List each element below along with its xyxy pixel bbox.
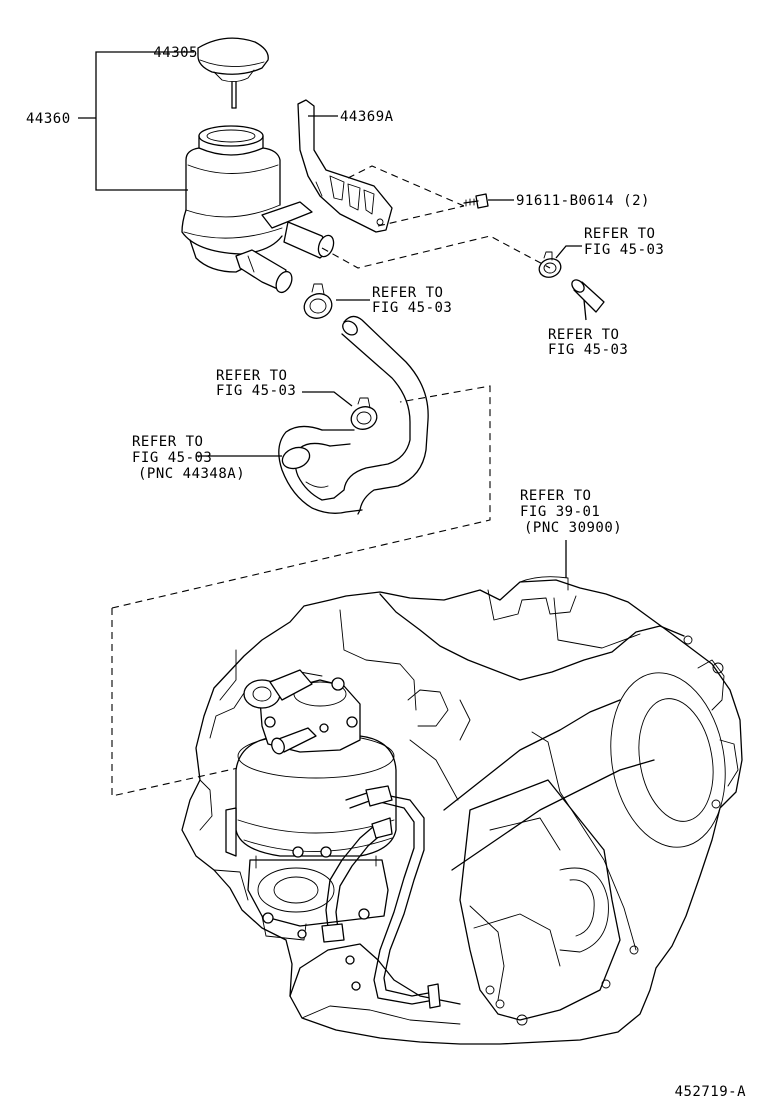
ref-label-upper-right-line1: REFER TO xyxy=(584,226,655,242)
part-label-44360: 44360 xyxy=(26,111,71,127)
ref-label-short-hose-line2: FIG 45-03 xyxy=(548,342,628,358)
part-label-bolt: 91611-B0614 (2) xyxy=(516,193,650,209)
bolt-icon xyxy=(463,193,489,209)
return-hose-short xyxy=(571,279,605,313)
reservoir-bracket xyxy=(297,99,393,233)
ref-label-transaxle-line3: (PNC 30900) xyxy=(524,520,622,536)
suction-hose xyxy=(278,315,429,515)
ref-label-transaxle-line1: REFER TO xyxy=(520,488,591,504)
ref-label-middle-clamp-line1: REFER TO xyxy=(372,285,443,301)
hose-clamp-middle xyxy=(303,283,333,319)
part-label-44369a: 44369A xyxy=(340,109,394,125)
leader-lines xyxy=(78,51,587,578)
ref-label-hose-line1: REFER TO xyxy=(132,434,203,450)
assembly-dashed-lines xyxy=(111,165,551,797)
ref-label-transaxle-line2: FIG 39-01 xyxy=(520,504,600,520)
ref-label-upper-right-line2: FIG 45-03 xyxy=(584,242,664,258)
reservoir-cap xyxy=(197,37,269,109)
ref-label-hose-line3: (PNC 44348A) xyxy=(138,466,245,482)
pump-and-transaxle-assembly xyxy=(181,576,743,1045)
ref-label-hose-line2: FIG 45-03 xyxy=(132,450,212,466)
reservoir-tank xyxy=(181,125,335,294)
ref-label-short-hose-line1: REFER TO xyxy=(548,327,619,343)
ref-label-lower-clamp-line1: REFER TO xyxy=(216,368,287,384)
hose-clamp-lower xyxy=(350,397,378,430)
illustration-number: 452719-A xyxy=(675,1084,747,1100)
ref-label-lower-clamp-line2: FIG 45-03 xyxy=(216,383,296,399)
part-label-44305: 44305 xyxy=(153,45,198,61)
hose-clamp-upper xyxy=(538,251,562,278)
ref-label-middle-clamp-line2: FIG 45-03 xyxy=(372,300,452,316)
